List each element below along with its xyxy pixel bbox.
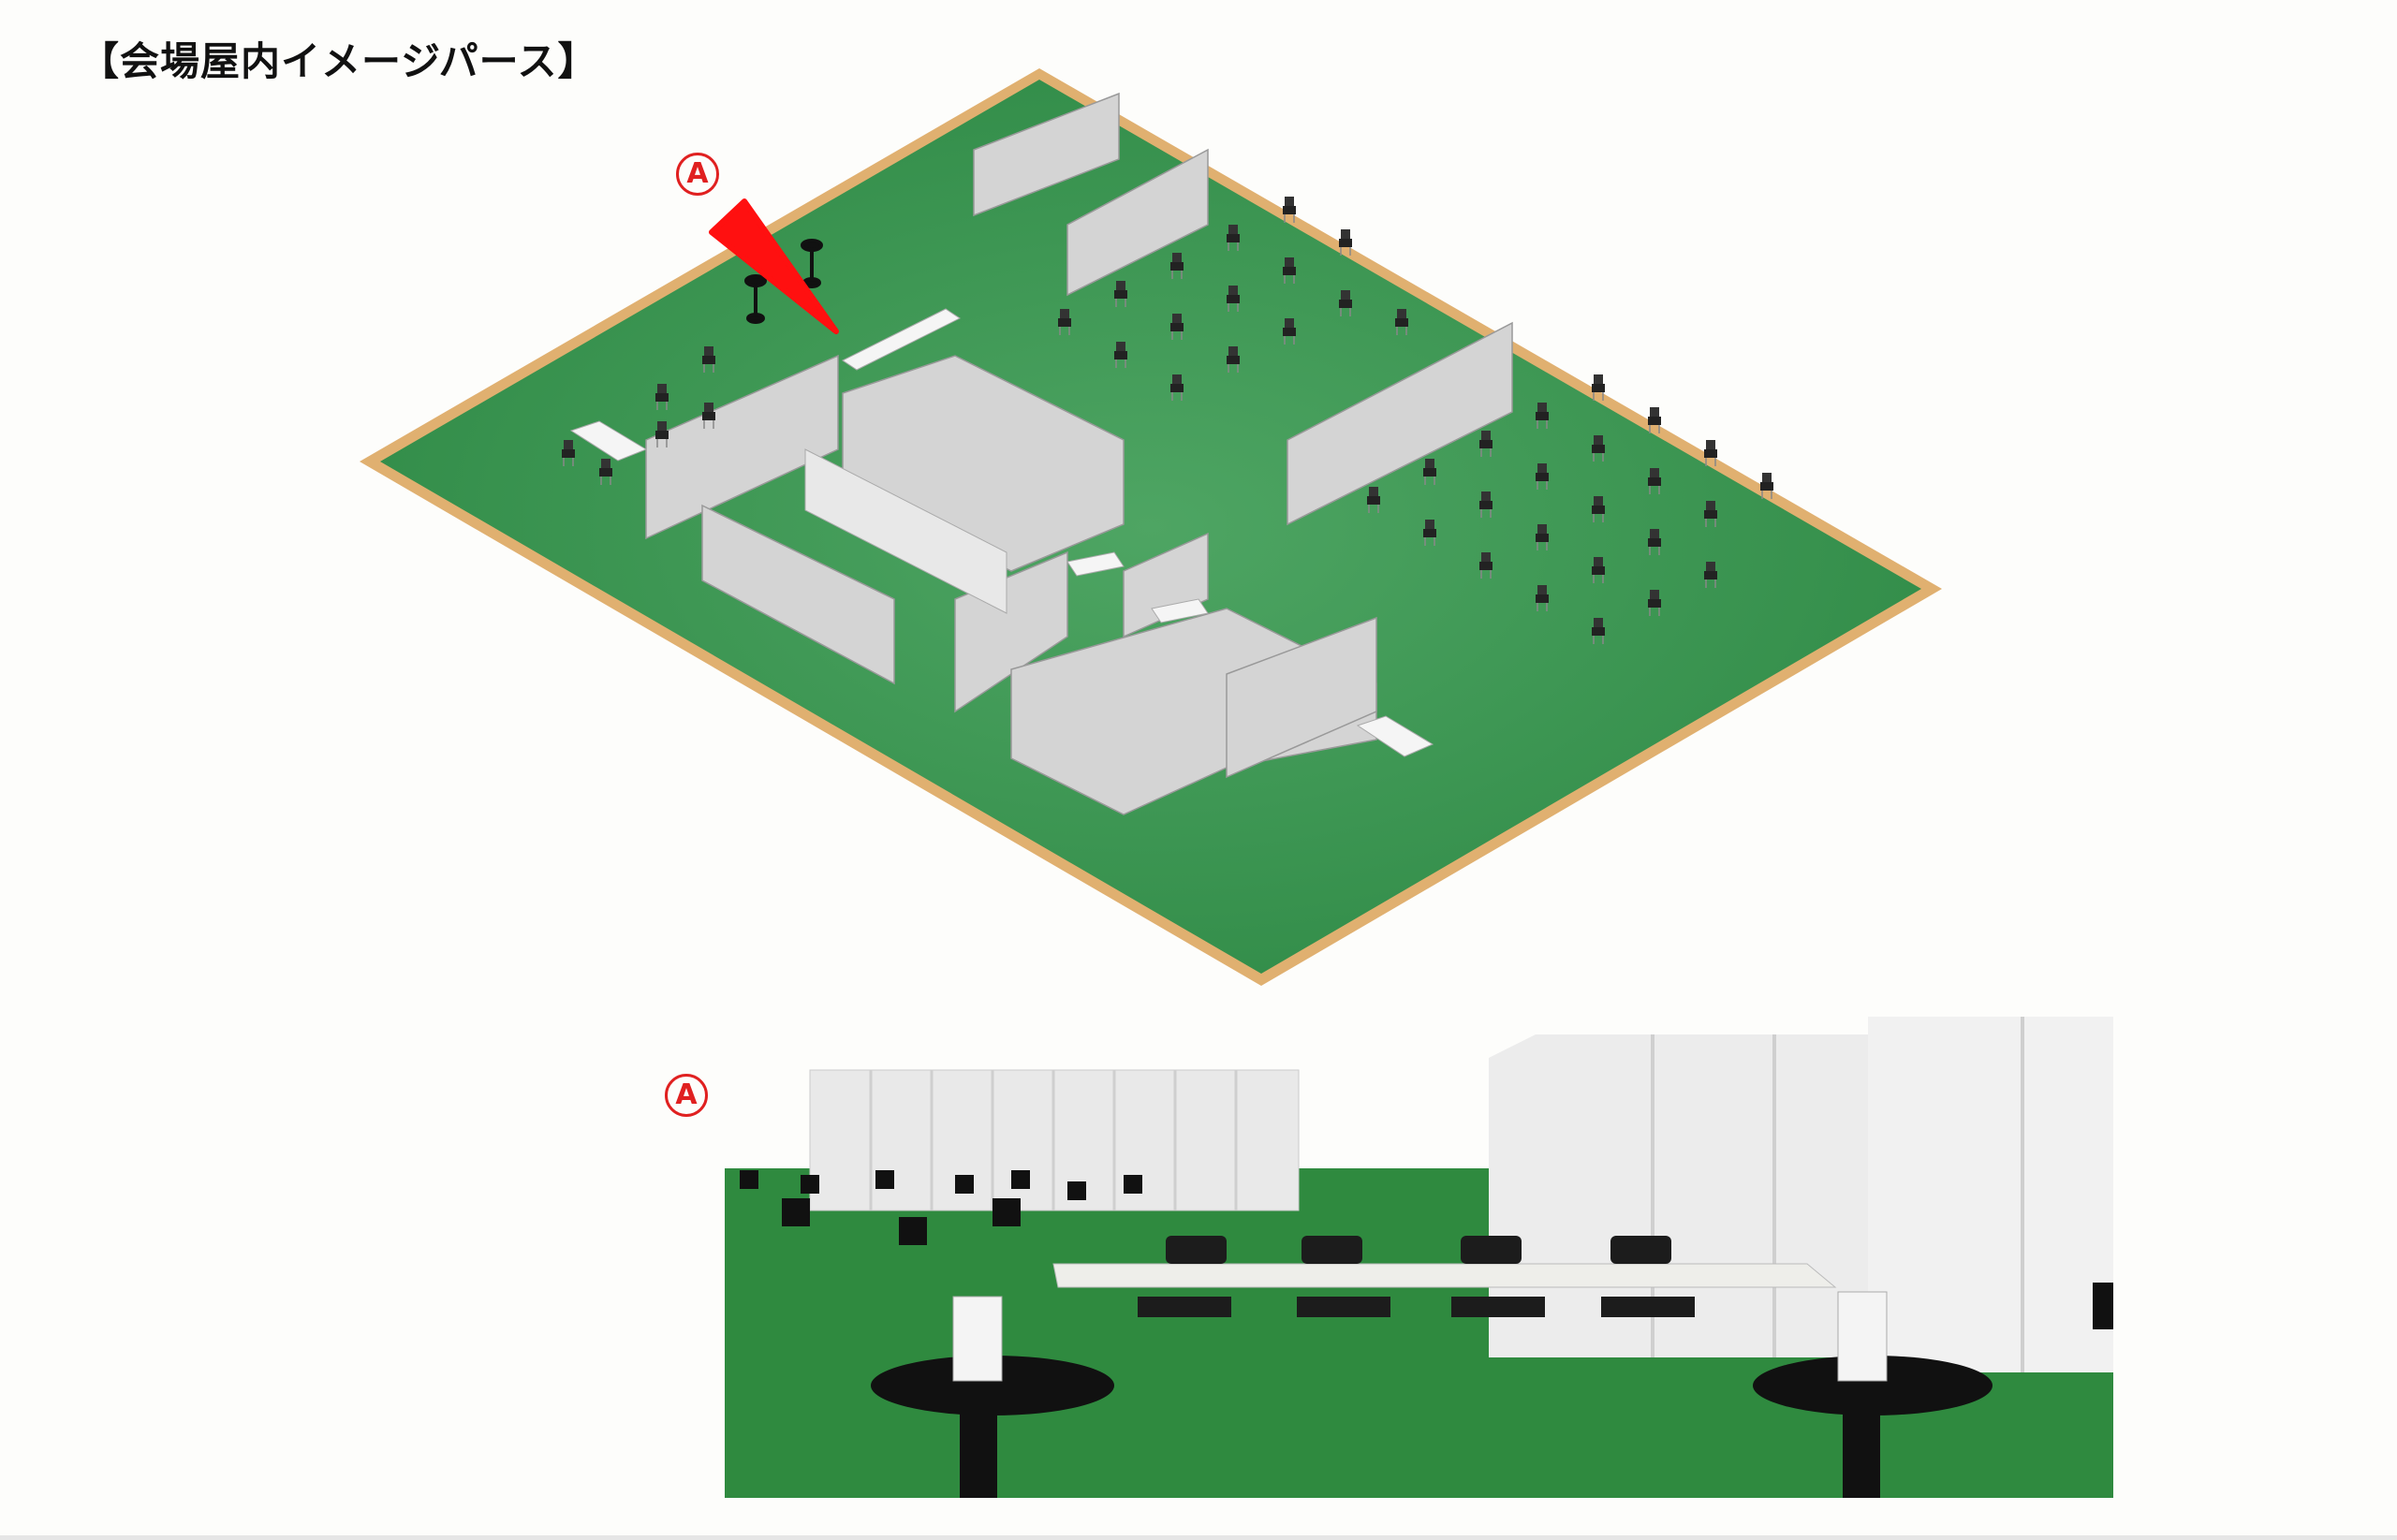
divider — [0, 1535, 2397, 1540]
marker-a-detail: A — [665, 1074, 708, 1117]
shelves — [804, 448, 1007, 614]
floor — [380, 80, 1921, 974]
venue-detail-render — [725, 1017, 2113, 1498]
page-title: 【会場屋内イメージパース】 — [80, 38, 598, 84]
standing-tables — [744, 239, 823, 324]
marker-a-overview: A — [676, 153, 719, 196]
view-direction-arrow — [709, 198, 839, 334]
background-chairs — [740, 1170, 1142, 1245]
partition-walls — [645, 92, 1513, 815]
tables — [569, 308, 1434, 757]
